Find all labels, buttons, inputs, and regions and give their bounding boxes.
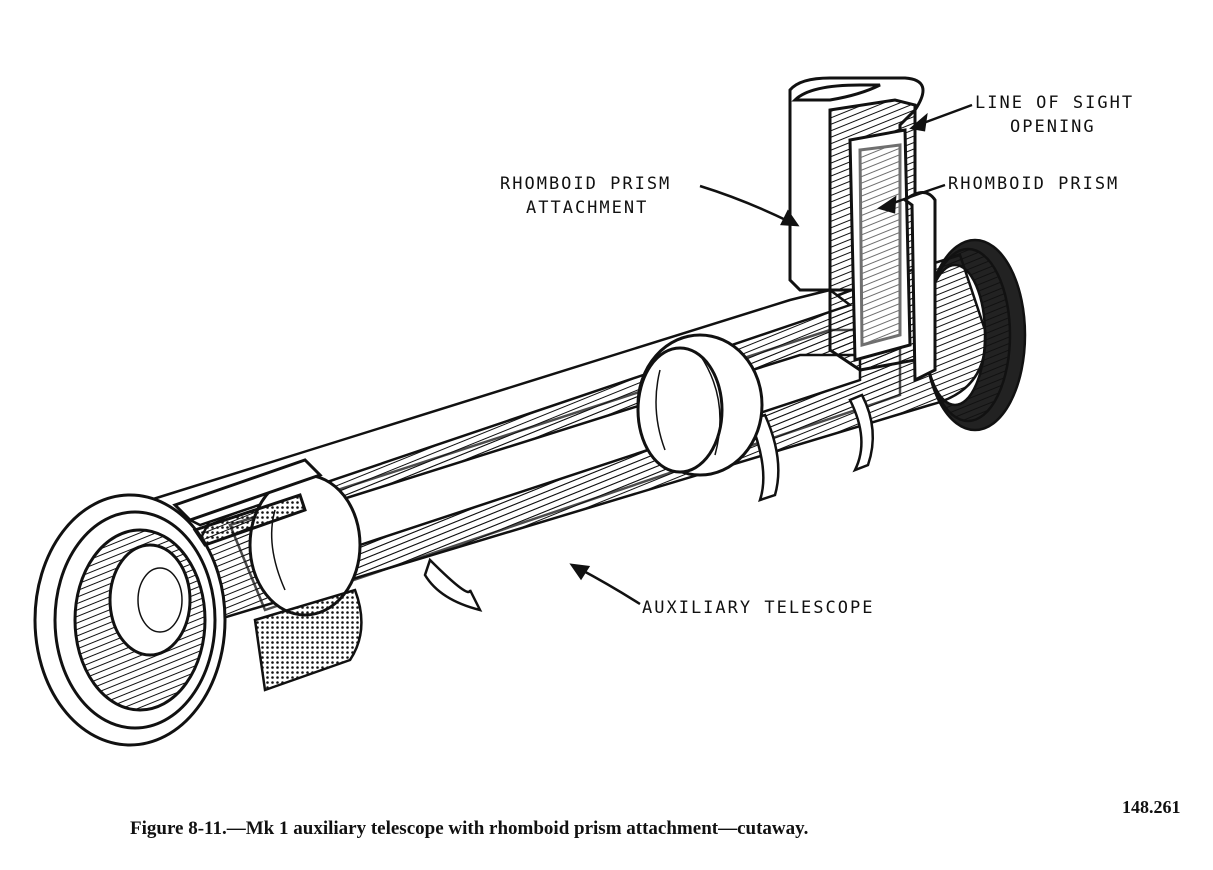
line-of-sight-label-2: OPENING: [1010, 117, 1096, 137]
knurled-sleeve: [253, 588, 363, 692]
rhomboid-prism-label: RHOMBOID PRISM: [948, 174, 1120, 194]
rhomboid-prism-attachment: [788, 76, 937, 383]
attachment-label-1: RHOMBOID PRISM: [500, 174, 672, 194]
line-of-sight-label-1: LINE OF SIGHT: [975, 93, 1135, 113]
auxiliary-telescope-label: AUXILIARY TELESCOPE: [642, 598, 875, 618]
middle-lens: [636, 333, 764, 477]
leader-lines: [569, 103, 973, 606]
eyepiece-end: [33, 458, 323, 747]
attachment-label-2: ATTACHMENT: [526, 198, 649, 218]
figure-number: 148.261: [1122, 797, 1181, 817]
figure-caption: Figure 8-11.—Mk 1 auxiliary telescope wi…: [130, 818, 809, 839]
